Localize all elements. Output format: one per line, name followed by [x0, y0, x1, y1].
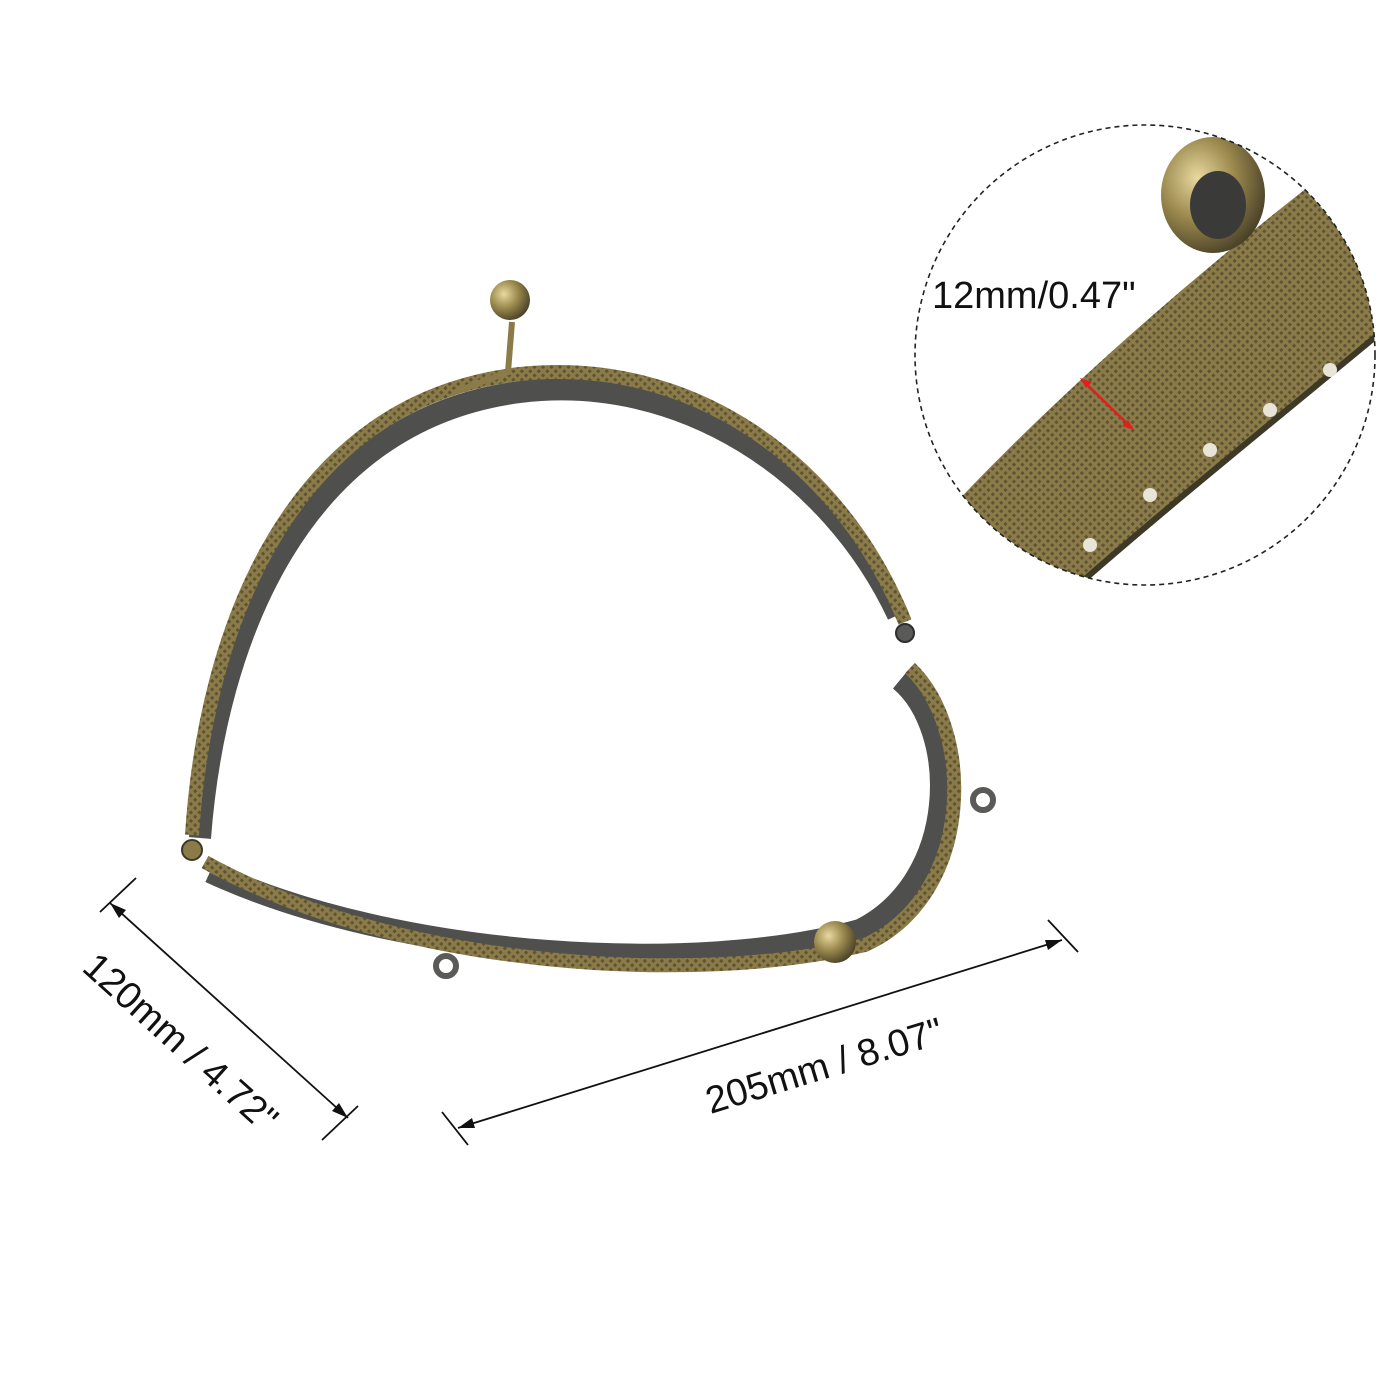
inset-frame-band: [940, 170, 1375, 585]
inset-measure-arrow: [1081, 379, 1133, 429]
frame-lower-arc: [201, 662, 962, 973]
hinge-left: [181, 839, 203, 861]
detail-inset: 12mm/0.47": [914, 124, 1376, 586]
purse-frame: [181, 280, 996, 979]
hinge-right: [895, 623, 915, 643]
height-label: 120mm / 4.72": [75, 945, 286, 1141]
kiss-clasp-ball-top: [490, 280, 530, 320]
loop-ring-bottom: [433, 953, 459, 979]
inset-holes: [1083, 363, 1337, 552]
loop-ring-right: [970, 787, 996, 813]
kiss-clasp-ball-bottom: [814, 921, 856, 963]
detail-label: 12mm/0.47": [932, 275, 1136, 317]
kiss-clasp-stem-top: [453, 321, 515, 395]
inset-frame-edge: [1047, 297, 1375, 585]
frame-upper-arc: [185, 365, 912, 836]
width-label: 205mm / 8.07": [701, 1011, 948, 1123]
frame-upper-arc-inner: [189, 378, 908, 839]
